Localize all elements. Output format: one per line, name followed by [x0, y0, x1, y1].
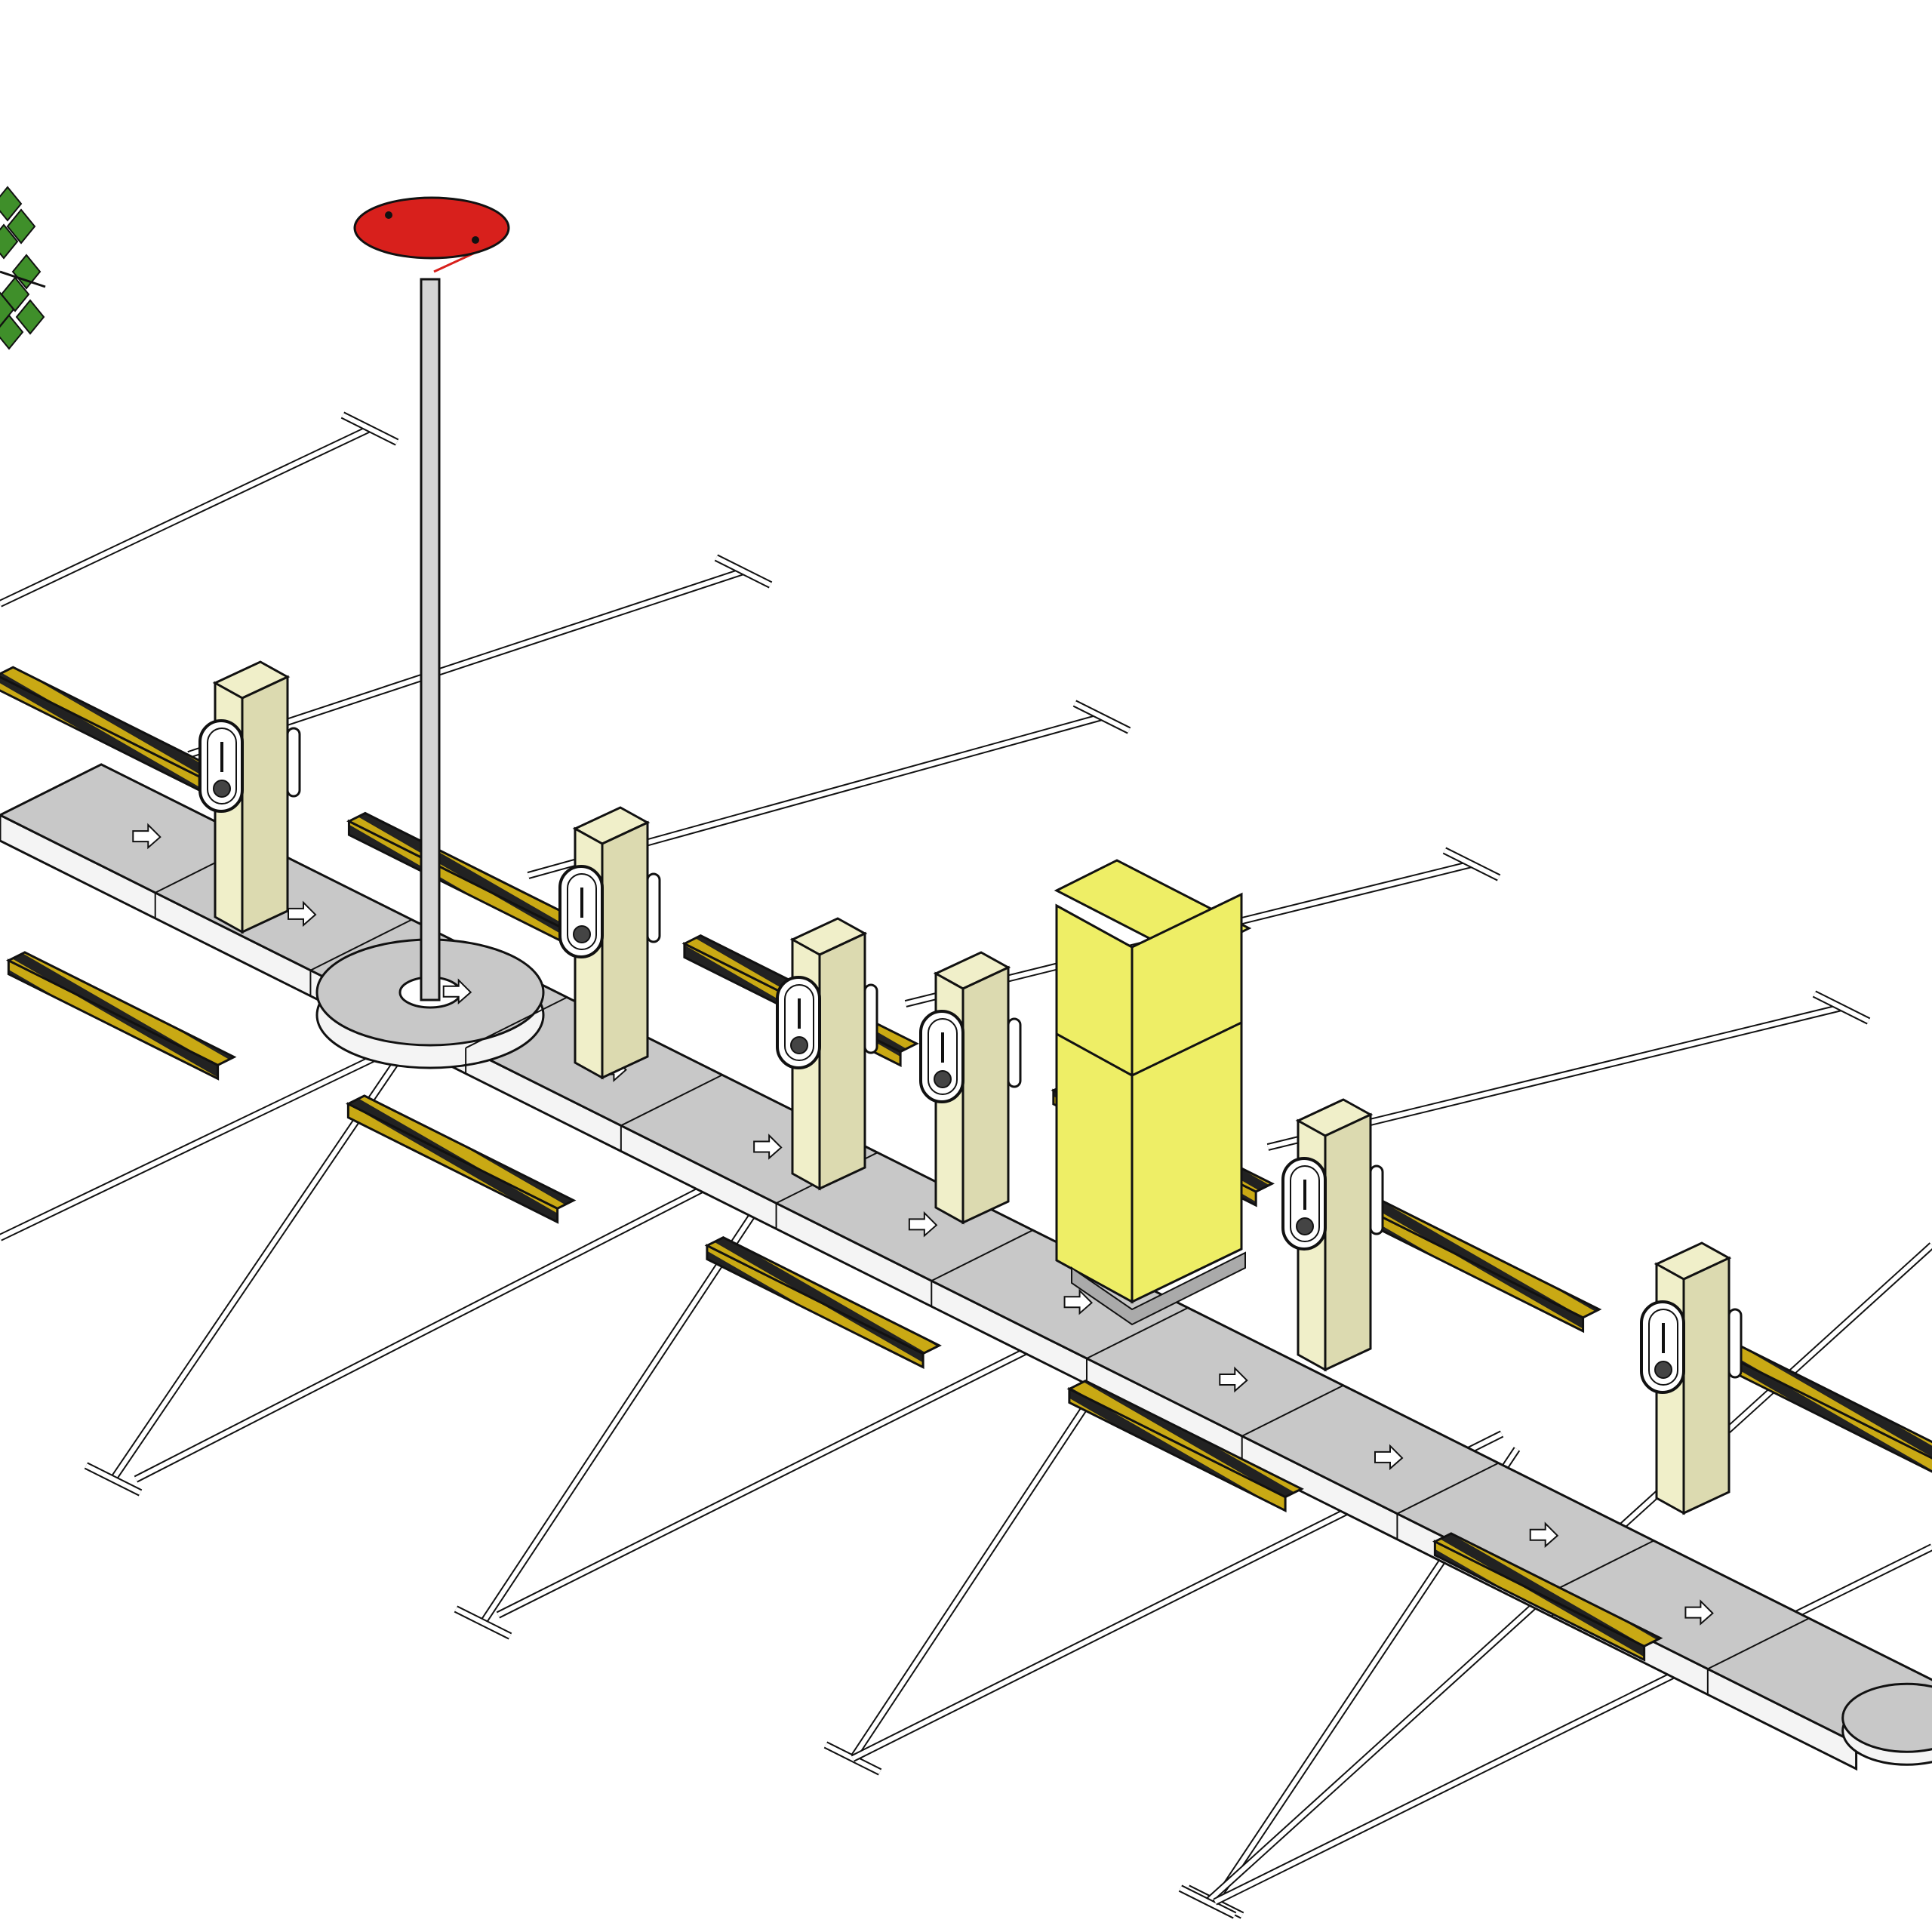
sidewalk-joint: [309, 918, 413, 971]
sidewalk-arrow: [753, 1134, 783, 1160]
stall-line-cap: [715, 555, 772, 587]
charger-rear: [1007, 1017, 1022, 1088]
charger-rear: [863, 983, 878, 1054]
sidewalk-end: [1841, 1682, 1932, 1753]
wheel-stop-side: [346, 1102, 559, 1224]
pedestal-side: [1682, 1256, 1730, 1515]
light-pole: [353, 196, 510, 1001]
pedestal-side: [818, 931, 866, 1191]
cabinet-seam: [1056, 1032, 1133, 1077]
sidewalk-joint: [620, 1074, 723, 1127]
charger-rear: [1727, 1308, 1743, 1379]
sidewalk-arrow: [1529, 1521, 1559, 1548]
cabinet-front-right: [1131, 892, 1243, 1304]
pedestal-side: [601, 820, 649, 1080]
charger-socket: [1296, 1217, 1314, 1235]
pedestal-side: [241, 675, 289, 934]
sidewalk-arrow: [1219, 1366, 1248, 1393]
charger-socket: [573, 925, 591, 943]
wheel-stop-top: [6, 951, 237, 1066]
sidewalk-joint: [931, 1229, 1033, 1282]
stall-line-cap: [1443, 848, 1500, 880]
stall-line-cap: [1813, 992, 1870, 1023]
wheel-stop-top: [1358, 1196, 1602, 1319]
sidewalk-joint: [465, 996, 568, 1049]
sidewalk-arrow: [442, 978, 472, 1004]
sidewalk-arrow: [132, 823, 162, 850]
pedestal-side: [961, 965, 1010, 1225]
charging-equipment: [198, 660, 1743, 1515]
charger-socket: [790, 1036, 808, 1054]
electrical-cabinet: [1054, 859, 1252, 1326]
wheel-stop-side: [7, 958, 220, 1081]
tree-leaf: [0, 223, 19, 260]
charger-socket: [1654, 1361, 1672, 1379]
charger-rear: [1369, 1164, 1384, 1235]
sidewalk-arrow: [1063, 1288, 1094, 1315]
charger-socket: [934, 1070, 952, 1088]
pedestal-side: [1324, 1112, 1372, 1372]
lamp-head: [353, 196, 510, 260]
stall-line-cap: [85, 1463, 142, 1495]
cabinet-base: [1071, 1251, 1246, 1326]
lamp-bolt: [472, 236, 479, 244]
stall-line: [0, 426, 371, 606]
wheel-stop-top: [704, 1236, 942, 1355]
stall-line: [134, 1152, 771, 1481]
wheel-stop-top: [1432, 1532, 1663, 1647]
charger-rear: [286, 727, 301, 798]
tree-leaf: [0, 291, 15, 328]
stall-line: [0, 1054, 379, 1240]
tree-branch: [0, 270, 46, 288]
sidewalk-joint: [1707, 1617, 1810, 1670]
wheel-stop-side: [1358, 1204, 1585, 1334]
stall-line-cap: [454, 1607, 512, 1638]
sidewalk-island: [0, 763, 1932, 1771]
sidewalk-arrow: [1374, 1444, 1404, 1471]
lamp-bolt: [385, 211, 392, 219]
sidewalk-arrow: [288, 900, 317, 928]
sidewalk-joint: [1552, 1540, 1654, 1592]
ev-charger: [558, 806, 661, 1080]
sidewalk-joint: [1086, 1307, 1189, 1359]
sidewalk-arrow: [1684, 1599, 1714, 1626]
stall-line-cap: [1179, 1886, 1236, 1918]
sidewalk-joint: [1396, 1462, 1500, 1515]
tree-leaf: [11, 254, 42, 290]
stall-line: [111, 1055, 402, 1481]
wheel-stop-top: [346, 1094, 577, 1210]
tree-foliage: [0, 186, 46, 350]
tree-leaf: [15, 299, 45, 335]
ev-charger: [919, 951, 1022, 1225]
sidewalk-arrow: [908, 1211, 938, 1238]
tree-leaf: [0, 186, 23, 222]
ev-charger: [198, 660, 301, 934]
stall-line-cap: [1073, 701, 1131, 733]
lamp-pole: [420, 278, 441, 1001]
stall-line-cap: [341, 413, 398, 445]
wheel-stop-top: [1066, 1380, 1304, 1499]
ev-charger: [1640, 1241, 1743, 1515]
wheel-stop-top: [0, 666, 218, 778]
ev-charger: [776, 917, 878, 1191]
cabinet-seam: [1131, 1021, 1242, 1077]
stall-line: [1214, 1545, 1932, 1904]
charger-socket: [213, 780, 231, 798]
wheel-stops-front-row: [6, 951, 1663, 1662]
sidewalk-joint: [1241, 1384, 1344, 1437]
ev-charger: [1281, 1098, 1384, 1372]
charger-rear: [646, 872, 661, 943]
wheel-stop-top: [1712, 1340, 1932, 1460]
cabinet-front-left: [1055, 903, 1134, 1304]
tree-leaf: [6, 208, 36, 245]
